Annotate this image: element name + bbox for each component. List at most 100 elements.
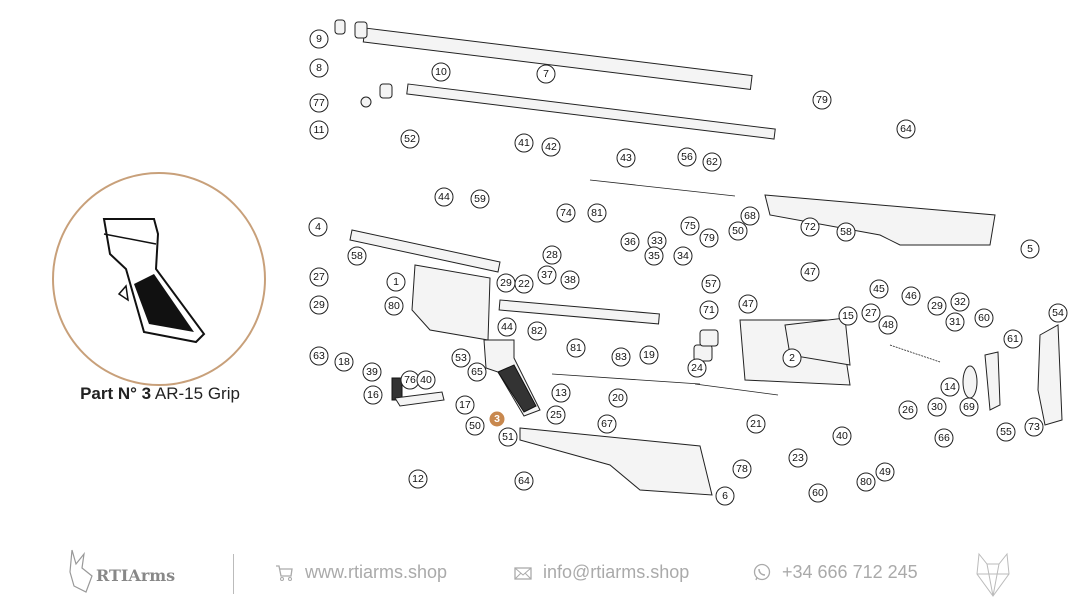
callout-80: 80 [856, 472, 876, 492]
callout-60: 60 [974, 308, 994, 328]
callout-30: 30 [927, 397, 947, 417]
callout-number: 47 [804, 266, 816, 278]
side-plate-left [519, 427, 713, 496]
callout-25: 25 [546, 405, 566, 425]
footer-divider [233, 554, 234, 594]
callout-2: 2 [782, 348, 802, 368]
website-text: www.rtiarms.shop [305, 562, 448, 582]
callout-number: 46 [905, 290, 917, 302]
callout-59: 59 [470, 189, 490, 209]
whatsapp-icon [753, 563, 771, 580]
callout-58: 58 [347, 246, 367, 266]
callout-33: 33 [647, 231, 667, 251]
callout-number: 20 [612, 392, 624, 404]
callout-number: 67 [601, 418, 613, 430]
callout-58: 58 [836, 222, 856, 242]
part-number-label: Part N° 3 [80, 384, 152, 403]
callout-number: 69 [963, 401, 975, 413]
callout-number: 26 [902, 404, 914, 416]
callout-number: 79 [703, 232, 715, 244]
callout-40: 40 [416, 370, 436, 390]
callout-number: 11 [314, 124, 325, 136]
buttstock [1037, 324, 1063, 426]
callout-55: 55 [996, 422, 1016, 442]
callout-number: 52 [404, 133, 416, 145]
callout-number: 16 [367, 389, 379, 401]
cheek-pad [984, 351, 1001, 411]
top-rail [349, 229, 501, 273]
callout-number: 60 [978, 312, 990, 324]
callout-number: 15 [842, 310, 854, 322]
callout-number: 72 [804, 221, 816, 233]
email-link[interactable]: info@rtiarms.shop [513, 562, 689, 583]
cart-icon [276, 564, 293, 581]
callout-4: 4 [308, 217, 328, 237]
callout-number: 65 [471, 366, 483, 378]
callout-number: 35 [648, 250, 660, 262]
callout-number: 73 [1028, 421, 1040, 433]
callout-number: 40 [420, 374, 432, 386]
callout-number: 36 [624, 236, 636, 248]
callout-number: 27 [865, 307, 877, 319]
phone-link[interactable]: +34 666 712 245 [752, 562, 918, 583]
website-link[interactable]: www.rtiarms.shop [275, 562, 447, 583]
callout-18: 18 [334, 352, 354, 372]
callout-26: 26 [898, 400, 918, 420]
callout-number: 27 [313, 271, 325, 283]
callout-22: 22 [514, 274, 534, 294]
callout-number: 37 [541, 269, 553, 281]
barrel [406, 83, 776, 140]
grip-detail-image [102, 218, 206, 344]
upper-receiver [411, 264, 491, 341]
callout-number: 8 [316, 62, 322, 74]
callout-6: 6 [715, 486, 735, 506]
callout-66: 66 [934, 428, 954, 448]
pin-rod [551, 373, 701, 385]
side-plate-right [764, 194, 996, 246]
callout-3: 3 [489, 411, 505, 427]
callout-21: 21 [746, 414, 766, 434]
callout-number: 23 [792, 452, 804, 464]
callout-number: 64 [900, 123, 912, 135]
callout-38: 38 [560, 270, 580, 290]
callout-19: 19 [639, 345, 659, 365]
callout-29: 29 [309, 295, 329, 315]
callout-number: 1 [393, 276, 399, 288]
callout-number: 74 [560, 207, 572, 219]
callout-number: 51 [502, 431, 514, 443]
callout-20: 20 [608, 388, 628, 408]
callout-number: 19 [643, 349, 655, 361]
callout-39: 39 [362, 362, 382, 382]
callout-number: 29 [500, 277, 512, 289]
callout-number: 62 [706, 156, 718, 168]
callout-68: 68 [740, 206, 760, 226]
callout-number: 34 [677, 250, 689, 262]
callout-81: 81 [587, 203, 607, 223]
callout-number: 54 [1052, 307, 1064, 319]
callout-75: 75 [680, 216, 700, 236]
callout-81: 81 [566, 338, 586, 358]
callout-52: 52 [400, 129, 420, 149]
callout-23: 23 [788, 448, 808, 468]
callout-80: 80 [384, 296, 404, 316]
callout-number: 82 [531, 325, 543, 337]
callout-number: 83 [615, 351, 627, 363]
callout-45: 45 [869, 279, 889, 299]
callout-number: 3 [494, 413, 500, 425]
callout-46: 46 [901, 286, 921, 306]
callout-27: 27 [861, 303, 881, 323]
callout-number: 13 [555, 387, 567, 399]
callout-number: 58 [351, 250, 363, 262]
callout-number: 21 [750, 418, 762, 430]
callout-number: 57 [705, 278, 717, 290]
callout-35: 35 [644, 246, 664, 266]
callout-48: 48 [878, 315, 898, 335]
callout-number: 49 [879, 466, 891, 478]
callout-79: 79 [699, 228, 719, 248]
callout-77: 77 [309, 93, 329, 113]
callout-number: 28 [546, 249, 558, 261]
callout-number: 14 [944, 381, 956, 393]
callout-8: 8 [309, 58, 329, 78]
